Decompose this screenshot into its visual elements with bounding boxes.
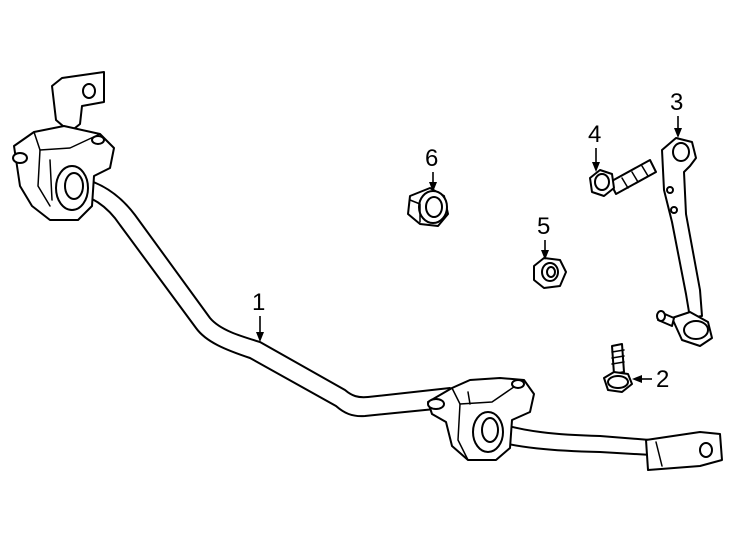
stabilizer-bar	[69, 175, 653, 456]
callout-label-5: 5	[537, 213, 550, 240]
callout-1: 1	[252, 289, 265, 342]
callout-2: 2	[632, 366, 669, 393]
callout-5: 5	[537, 213, 550, 260]
callout-label-6: 6	[425, 145, 438, 172]
bushing-part	[407, 187, 449, 227]
callout-label-4: 4	[588, 121, 601, 148]
callout-4: 4	[588, 121, 601, 172]
callout-3: 3	[670, 89, 683, 138]
left-bushing-bracket	[12, 71, 115, 221]
callout-label-2: 2	[656, 366, 669, 393]
bar-end-tab	[645, 431, 723, 471]
callout-label-3: 3	[670, 89, 683, 116]
stud-bolt-part	[603, 343, 633, 393]
nut-part	[533, 257, 567, 289]
stabilizer-link	[656, 137, 713, 347]
right-bushing-bracket	[427, 377, 535, 461]
callout-6: 6	[425, 145, 438, 192]
bolt-part	[589, 159, 657, 197]
callout-label-1: 1	[252, 289, 265, 316]
